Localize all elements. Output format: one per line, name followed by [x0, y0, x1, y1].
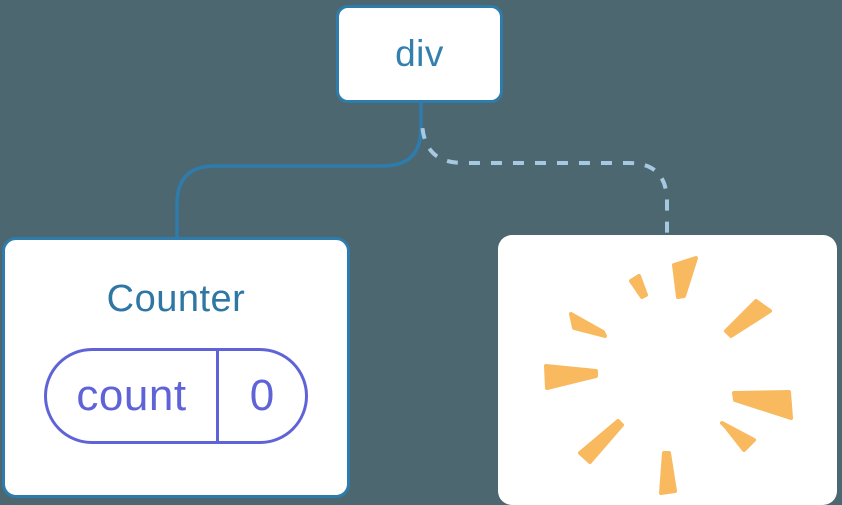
unmounted-component-card [498, 235, 837, 505]
dashed-connector-line [420, 123, 669, 235]
counter-component-card: Counter count 0 [2, 237, 350, 498]
root-div-node: div [336, 5, 503, 103]
solid-connector-line [175, 101, 423, 239]
state-key-label: count [76, 371, 187, 420]
poof-spikes [544, 256, 793, 495]
counter-title: Counter [106, 278, 246, 320]
state-value: 0 [216, 351, 305, 441]
root-div-label: div [395, 33, 444, 74]
poof-explosion-icon [544, 256, 793, 495]
state-pill: count 0 [44, 348, 308, 444]
